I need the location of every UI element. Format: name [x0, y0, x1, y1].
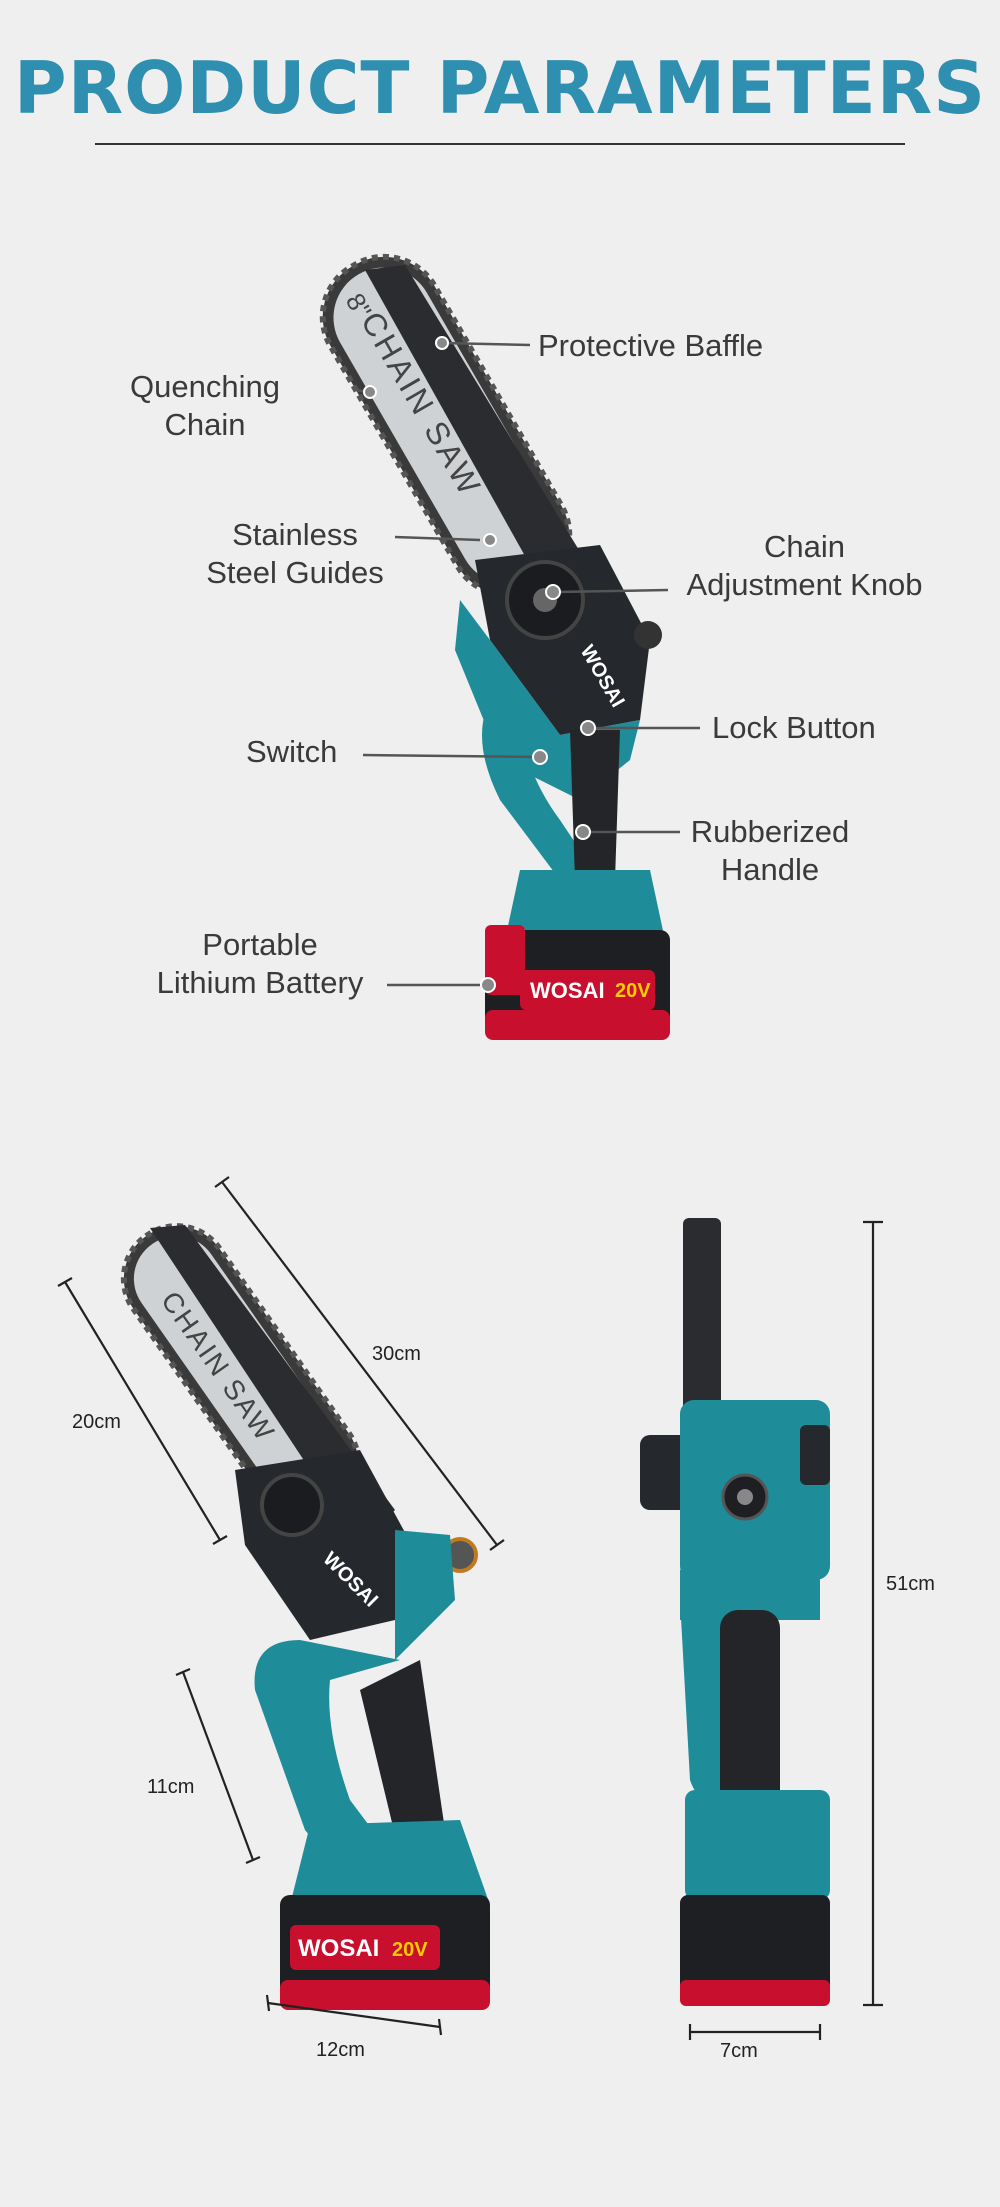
- label-stainless-guides-line1: Stainless: [232, 517, 358, 552]
- battery-brand: WOSAI: [530, 978, 605, 1003]
- label-chain-knob-line2: Adjustment Knob: [686, 567, 923, 602]
- title-divider: [95, 143, 905, 145]
- dim-bar-length: 30cm: [372, 1343, 421, 1365]
- battery-mount: [505, 870, 665, 940]
- dim-height: 51cm: [886, 1573, 935, 1595]
- label-quenching-chain-line1: Quenching: [130, 369, 280, 404]
- label-rubberized-handle-line2: Handle: [720, 852, 820, 887]
- rubber-grip: [570, 730, 620, 880]
- front-chainsaw: [640, 1218, 830, 2006]
- handle-loop: [482, 700, 600, 890]
- side-battery-brand: WOSAI: [298, 1935, 379, 1962]
- side-battery-voltage: 20V: [392, 1939, 428, 1961]
- label-stainless-guides-line2: Steel Guides: [206, 555, 384, 590]
- dim-handle-length: 11cm: [147, 1776, 195, 1798]
- label-battery-line2: Lithium Battery: [156, 965, 364, 1000]
- dim-width: 12cm: [316, 2039, 365, 2061]
- label-protective-baffle: Protective Baffle: [538, 328, 764, 363]
- dimension-lines: [57, 1176, 883, 2040]
- label-quenching-chain-line2: Chain: [164, 407, 246, 442]
- battery-voltage: 20V: [615, 980, 651, 1002]
- label-switch: Switch: [246, 734, 338, 769]
- label-battery-line1: Portable: [202, 927, 318, 962]
- label-chain-knob-line1: Chain: [764, 529, 845, 564]
- top-chainsaw: CHAIN SAW 8" WOSAI WOSAI 20V: [319, 253, 670, 1040]
- dim-chain-length: 20cm: [72, 1411, 121, 1433]
- page-title: PRODUCT PARAMETERS: [13, 46, 987, 130]
- side-chainsaw: CHAIN SAW WOSAI WOSAI 20V: [120, 1223, 490, 2010]
- callout-leaders: [354, 336, 700, 993]
- dim-depth: 7cm: [720, 2040, 758, 2062]
- label-lock-button: Lock Button: [712, 710, 876, 745]
- label-rubberized-handle-line1: Rubberized: [690, 814, 850, 849]
